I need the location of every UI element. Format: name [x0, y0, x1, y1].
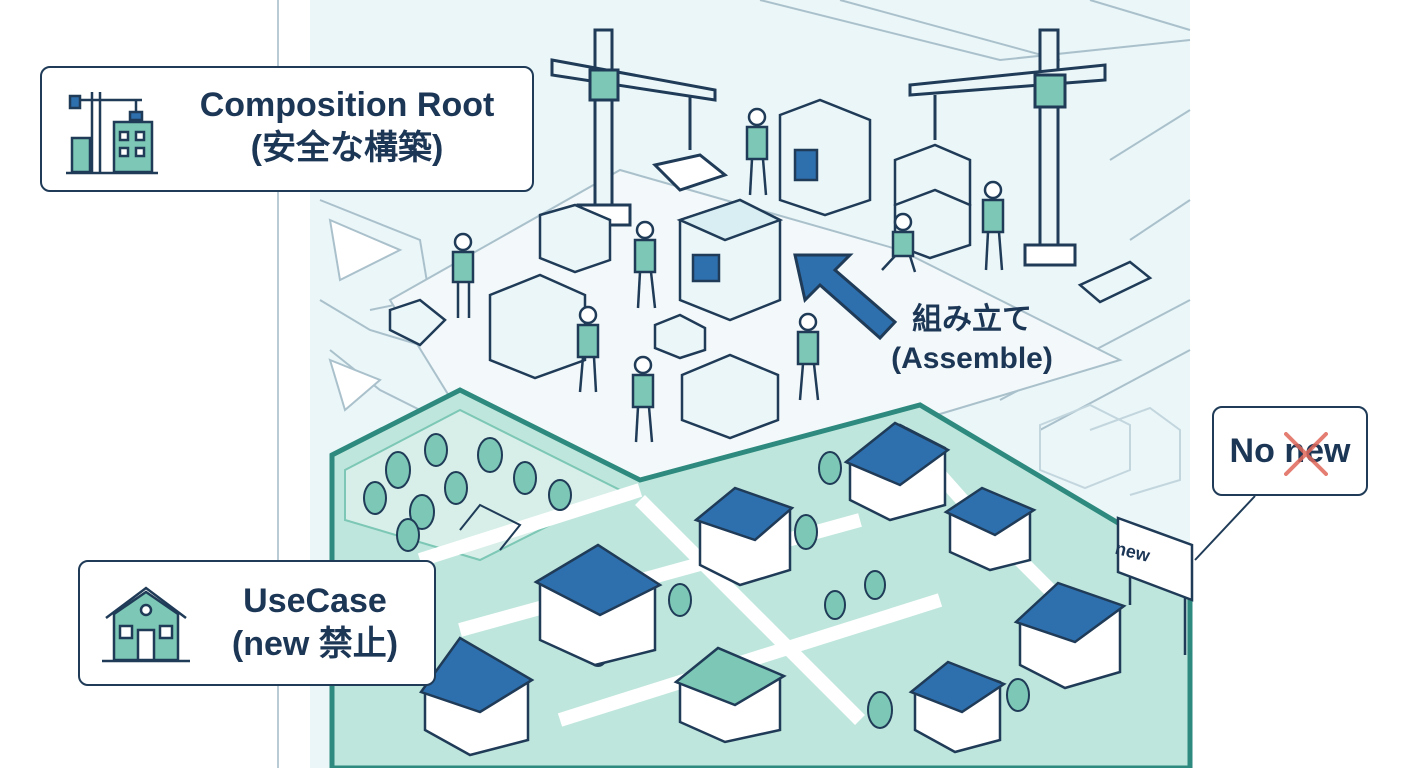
playground-swing: [459, 503, 522, 551]
assemble-label-ja: 組み立て: [912, 303, 1032, 336]
crane-right: [908, 28, 1107, 267]
worker: [633, 220, 657, 309]
composition-root-callout: Composition Root (安全な構築): [40, 66, 534, 192]
assemble-label-en: (Assemble): [891, 342, 1053, 375]
worker: [745, 107, 769, 196]
new-sign: [1116, 516, 1194, 655]
worker: [451, 232, 475, 318]
arrow-left-up-icon: [793, 253, 898, 341]
traffic-island: [328, 358, 382, 412]
no-new-callout: No new: [1212, 406, 1368, 496]
worker: [576, 305, 600, 393]
composition-root-label: Composition Root (安全な構築): [172, 84, 522, 169]
planned-buildings: [1039, 403, 1181, 496]
house-icon: [102, 586, 190, 663]
x-icon: [1284, 432, 1328, 476]
worker: [796, 312, 820, 401]
houses: [418, 421, 1127, 757]
usecase-label: UseCase (new 禁止): [200, 580, 430, 665]
assemble-annotation: 組み立て (Assemble): [872, 300, 1072, 378]
no-new-pointer-line: [1194, 495, 1256, 561]
workers: [451, 107, 1005, 443]
worker: [881, 212, 917, 273]
worker: [981, 180, 1005, 271]
composition-root-title: Composition Root: [199, 86, 495, 124]
traffic-island: [328, 218, 403, 282]
usecase-callout: UseCase (new 禁止): [78, 560, 436, 686]
composition-root-subtitle: (安全な構築): [250, 128, 444, 167]
worker: [631, 355, 655, 443]
crane-building-icon: [66, 92, 158, 175]
usecase-subtitle: (new 禁止): [231, 624, 399, 663]
usecase-title: UseCase: [243, 582, 387, 620]
trees: [363, 433, 1030, 729]
building-modules: [388, 98, 1153, 440]
